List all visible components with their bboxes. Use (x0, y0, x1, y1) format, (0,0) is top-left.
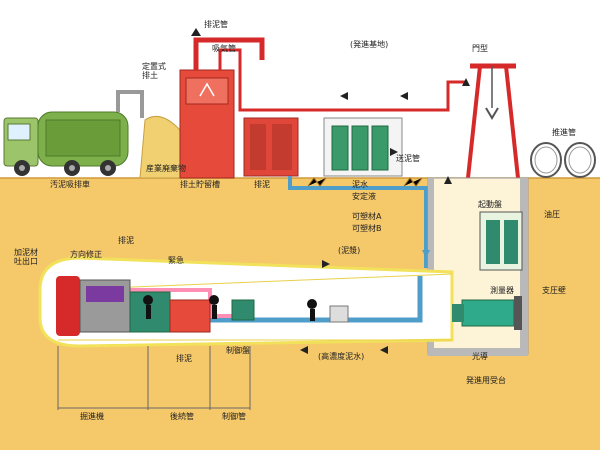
soil-hatching (307, 177, 423, 187)
label-shield-machine: 掘進機 (80, 412, 104, 421)
label-fixed-soil-discharge: 定置式 排土 (142, 62, 166, 80)
label-water-feed-pipe: 送泥管 (396, 154, 420, 163)
label-industrial-waste: 産業廃棄物 (146, 164, 186, 173)
label-startup-panel: 起動盤 (478, 200, 502, 209)
down-arrow-icon (422, 250, 430, 258)
label-discharge-low: 排泥 (176, 354, 192, 363)
sludge-truck (3, 111, 129, 176)
up-arrow-icon (191, 28, 470, 184)
label-launch-seal: 発進用受台 (466, 376, 506, 385)
dimension-lines (57, 346, 251, 410)
tunnel-cart (329, 305, 349, 323)
label-oil-pressure: 油圧 (544, 210, 560, 219)
label-mud-injection-outlet: 加泥材 吐出口 (14, 248, 38, 266)
label-control-pipe: 制御管 (222, 412, 246, 421)
label-direction-correction: 方向修正 (70, 250, 102, 259)
label-measuring-device: 測量器 (490, 286, 514, 295)
water-feed-pipe (288, 176, 428, 268)
jacking-pipes (530, 142, 596, 178)
mud-discharge-unit (243, 117, 299, 177)
label-plasticizer-b: 可塑材B (352, 224, 382, 233)
label-jacking-pipe: 推進管 (552, 128, 576, 137)
label-discharge-mid: 排泥 (118, 236, 134, 245)
treatment-plant (323, 117, 403, 177)
gantry-crane (466, 63, 520, 179)
label-mud-water: 泥水 (352, 180, 368, 189)
label-stabilizer: 安定液 (352, 192, 376, 201)
return-pipe (256, 80, 466, 112)
label-emergency: 緊急 (168, 256, 184, 265)
label-suction-pipe: 吸気管 (212, 44, 236, 53)
truck-suction-hose (116, 90, 144, 118)
label-mud-discharge: 排泥 (254, 180, 270, 189)
label-high-concentration: (高濃度泥水) (318, 352, 365, 361)
tunnel-device (231, 299, 255, 321)
label-plasticizer-a: 可塑材A (352, 212, 382, 221)
right-arrow-icon (322, 148, 398, 268)
operator-icon (143, 295, 317, 321)
label-sludge-truck: 汚泥吸排車 (50, 180, 90, 189)
label-light-wave: 光導 (472, 352, 488, 361)
label-support-wall: 支圧壁 (542, 286, 566, 295)
left-arrow-icon (300, 92, 408, 354)
exhaust-pipe-top (193, 37, 265, 70)
suction-pipe-link (218, 48, 256, 112)
label-gantry: 門型 (472, 44, 488, 53)
shield-machine (56, 276, 211, 336)
jack-system (452, 296, 522, 330)
label-control-panel: 制御盤 (226, 346, 250, 355)
label-slurry: (泥漿) (338, 246, 361, 255)
label-exhaust-pipe: 排泥管 (204, 20, 228, 29)
label-soil-tank: 排土貯留槽 (180, 180, 220, 189)
soil-tank (179, 69, 235, 179)
label-rear-pipe: 後続管 (170, 412, 194, 421)
label-arrival-base: (発進基地) (350, 40, 389, 49)
startup-panel (479, 211, 523, 271)
